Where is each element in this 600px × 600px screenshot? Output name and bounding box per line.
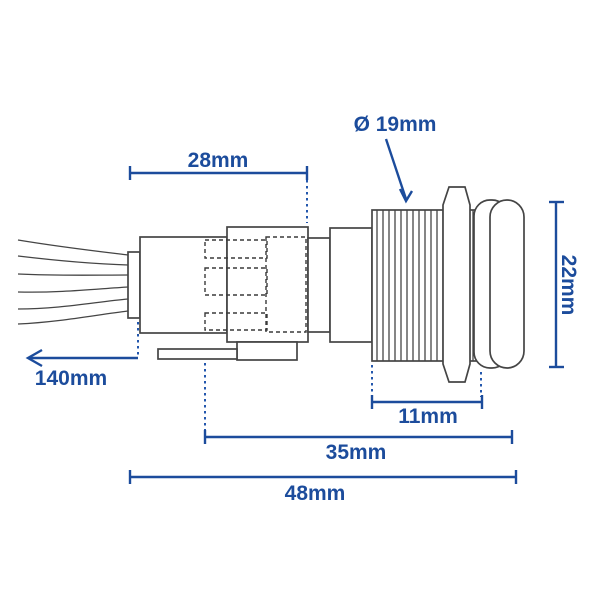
collar-flange bbox=[329, 227, 373, 343]
terminal-tab bbox=[157, 348, 238, 360]
dim-label-dia-19mm: Ø 19mm bbox=[354, 113, 437, 136]
dim-body-length: 28mm bbox=[128, 149, 309, 223]
terminal-block bbox=[236, 341, 298, 361]
dim-total-length: 48mm bbox=[128, 470, 518, 505]
dim-mid-length: 35mm bbox=[203, 363, 514, 464]
dim-head-height: 22mm bbox=[549, 200, 580, 369]
wire-leads bbox=[17, 239, 129, 325]
dim-label-28mm: 28mm bbox=[188, 149, 249, 172]
dim-label-35mm: 35mm bbox=[326, 441, 387, 464]
hidden-internal-details bbox=[204, 236, 307, 333]
dim-label-11mm: 11mm bbox=[398, 405, 458, 428]
dim-label-48mm: 48mm bbox=[285, 482, 346, 505]
rear-housing bbox=[139, 236, 228, 334]
wire-entry-block bbox=[127, 251, 141, 319]
button-cap bbox=[489, 199, 525, 369]
dim-label-140mm: 140mm bbox=[35, 367, 107, 390]
dim-label-22mm: 22mm bbox=[557, 255, 580, 316]
dim-thread-diameter: Ø 19mm bbox=[354, 113, 437, 204]
switch-line-art bbox=[17, 186, 525, 383]
dim-thread-length: 11mm bbox=[370, 365, 484, 428]
neck-section bbox=[307, 237, 331, 333]
mounting-nut bbox=[442, 186, 471, 383]
dim-wire-length: 140mm bbox=[25, 322, 139, 390]
